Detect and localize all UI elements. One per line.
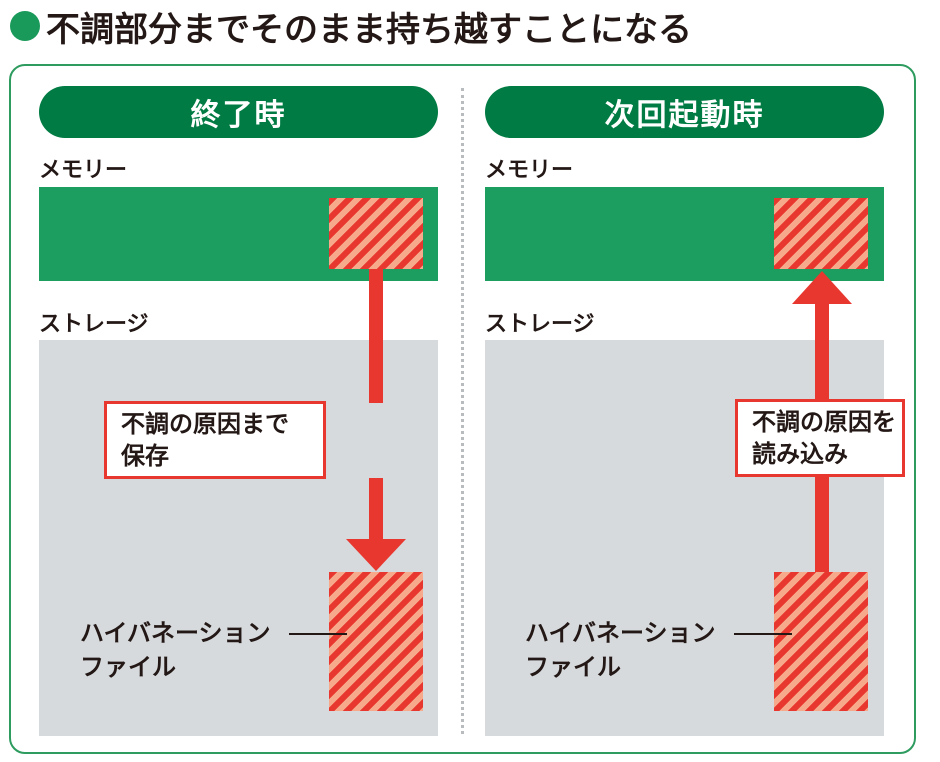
panel-header-shutdown: 終了時 — [39, 86, 438, 138]
hibernation-file-block — [774, 572, 868, 711]
callout-line: 保存 — [121, 442, 169, 470]
arrow-down-icon — [346, 539, 406, 571]
callout-line: 読み込み — [752, 440, 848, 468]
leader-line — [734, 633, 792, 635]
file-label-line: ファイル — [80, 653, 176, 681]
diagram-frame — [9, 64, 916, 754]
callout-load-cause: 不調の原因を 読み込み — [735, 399, 905, 477]
callout-line: 不調の原因まで — [121, 410, 289, 438]
memory-faulty-block — [329, 198, 423, 269]
arrow-up-icon — [792, 271, 852, 304]
memory-faulty-block — [774, 198, 868, 269]
bullet-dot-icon — [10, 11, 40, 41]
arrow-shaft-down — [369, 478, 383, 540]
file-label-line: ハイバネーション — [525, 619, 716, 647]
hibernation-file-label: ハイバネーション ファイル — [525, 616, 716, 684]
file-label-line: ハイバネーション — [80, 619, 271, 647]
file-label-line: ファイル — [525, 653, 621, 681]
panel-header-startup: 次回起動時 — [485, 86, 884, 138]
title-text: 不調部分までそのまま持ち越すことになる — [46, 9, 692, 50]
memory-label: メモリー — [485, 158, 574, 183]
leader-line — [289, 633, 347, 635]
callout-line: 不調の原因を — [752, 408, 896, 436]
arrow-shaft-up — [815, 476, 829, 572]
diagram-title: 不調部分までそのまま持ち越すことになる — [10, 4, 692, 50]
panel-divider — [461, 88, 464, 734]
callout-save-cause: 不調の原因まで 保存 — [104, 401, 326, 479]
storage-label: ストレージ — [485, 312, 595, 337]
memory-label: メモリー — [39, 158, 128, 183]
hibernation-file-label: ハイバネーション ファイル — [80, 616, 271, 684]
storage-label: ストレージ — [39, 312, 149, 337]
arrow-shaft-up — [815, 303, 829, 400]
hibernation-file-block — [329, 572, 423, 711]
arrow-shaft-down — [369, 269, 383, 403]
